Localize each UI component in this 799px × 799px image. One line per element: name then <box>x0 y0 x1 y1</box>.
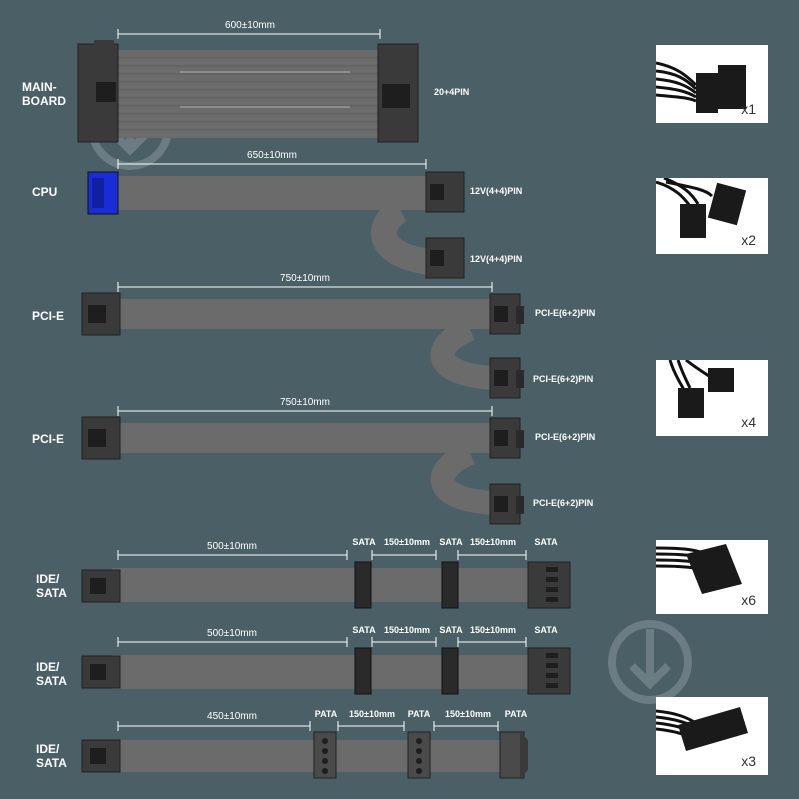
cpu-connector-2 <box>425 237 465 279</box>
thumbnail-pcie: x4 <box>656 360 768 436</box>
sata2-tag-2: SATA <box>439 625 463 635</box>
pata-tag-3: PATA <box>504 709 528 719</box>
pcie2-pin-label-1: PCI-E(6+2)PIN <box>535 432 596 442</box>
pcie1-pin-label-1: PCI-E(6+2)PIN <box>535 308 596 318</box>
pcie2-dimension-line <box>117 406 493 416</box>
pata-cable <box>112 740 504 772</box>
sata1-tag-1: SATA <box>352 537 376 547</box>
sata2-dimension-lines <box>117 637 527 647</box>
cpu-connector-blue <box>87 171 119 215</box>
thumbnail-pcie-qty: x4 <box>741 414 756 430</box>
cpu-dimension-line <box>117 159 427 169</box>
sata1-dimension-lines <box>117 550 527 560</box>
pcie1-cable <box>112 299 496 390</box>
pcie1-connector-left <box>81 292 121 336</box>
watermark-download-icon <box>608 620 692 704</box>
sata2-connector-end <box>527 647 571 695</box>
pata-connector-1 <box>313 731 337 779</box>
mainboard-label-line1: MAIN- <box>22 80 57 94</box>
sata1-tag-3: SATA <box>534 537 558 547</box>
thumbnail-sata: x6 <box>656 540 768 614</box>
24pin-connector-icon <box>656 61 746 113</box>
mainboard-cable <box>112 50 382 138</box>
sata1-connector-end <box>527 561 571 609</box>
pata-dimension-lines <box>117 721 499 731</box>
sata2-tag-3: SATA <box>534 625 558 635</box>
sata1-connector-left <box>81 569 121 603</box>
sata1-label-line2: SATA <box>36 586 67 600</box>
pcie-connector-icon <box>668 360 734 418</box>
mainboard-label-line2: BOARD <box>22 94 66 108</box>
sata2-label: IDE/ SATA <box>36 660 67 688</box>
mainboard-length: 600±10mm <box>225 20 275 31</box>
sata2-length-3: 150±10mm <box>470 625 516 635</box>
sata2-label-line2: SATA <box>36 674 67 688</box>
sata1-connector-1 <box>354 561 372 609</box>
pata-connector-end <box>499 731 528 779</box>
cpu-connector-1 <box>425 171 465 213</box>
sata1-connector-2 <box>441 561 459 609</box>
pcie2-pin-label-2: PCI-E(6+2)PIN <box>533 498 594 508</box>
pcie1-pin-label-2: PCI-E(6+2)PIN <box>533 374 594 384</box>
thumbnail-cpu: x2 <box>656 178 768 254</box>
pcie1-dimension-line <box>117 282 493 292</box>
pata-tag-2: PATA <box>407 709 431 719</box>
sata2-connector-1 <box>354 647 372 695</box>
sata2-connector-2 <box>441 647 459 695</box>
pata-label-line1: IDE/ <box>36 742 60 756</box>
cpu-pin-label-2: 12V(4+4)PIN <box>470 254 523 264</box>
sata2-cable <box>112 655 532 689</box>
mainboard-connector-left <box>77 40 119 143</box>
sata2-tag-1: SATA <box>352 625 376 635</box>
pcie2-connector-right <box>489 417 524 459</box>
sata-connector-icon <box>656 544 742 594</box>
mainboard-pin-label: 20+4PIN <box>434 87 470 97</box>
pcie1-connector-branch <box>489 357 524 399</box>
sata2-length-1: 500±10mm <box>207 628 257 639</box>
thumbnail-molex: x3 <box>656 697 768 775</box>
sata1-tag-2: SATA <box>439 537 463 547</box>
pata-length-1: 450±10mm <box>207 711 257 722</box>
sata1-length-1: 500±10mm <box>207 541 257 552</box>
pcie2-cable <box>112 423 496 515</box>
sata2-label-line1: IDE/ <box>36 660 60 674</box>
molex-connector-icon <box>656 707 748 751</box>
pcie2-connector-left <box>81 416 121 460</box>
thumbnail-molex-qty: x3 <box>741 753 756 769</box>
pcie1-label: PCI-E <box>32 309 65 323</box>
sata2-length-2: 150±10mm <box>384 625 430 635</box>
pata-length-3: 150±10mm <box>445 709 491 719</box>
thumbnail-24pin-qty: x1 <box>741 101 756 117</box>
pcie2-label: PCI-E <box>32 432 65 446</box>
mainboard-connector-right <box>377 43 419 143</box>
mainboard-dimension-line <box>117 29 381 39</box>
pata-connector-left <box>81 739 121 773</box>
cpu-connector-icon <box>656 178 747 238</box>
sata1-length-3: 150±10mm <box>470 537 516 547</box>
sata1-cable <box>112 568 532 602</box>
pcie1-length: 750±10mm <box>280 273 330 284</box>
mainboard-label: MAIN- BOARD <box>22 80 66 108</box>
cpu-label: CPU <box>32 185 58 199</box>
pata-connector-2 <box>407 731 431 779</box>
pata-tag-1: PATA <box>314 709 338 719</box>
cpu-cable <box>112 176 433 275</box>
thumbnail-24pin: x1 <box>656 45 768 123</box>
cpu-pin-label-1: 12V(4+4)PIN <box>470 186 523 196</box>
cpu-length: 650±10mm <box>247 150 297 161</box>
sata1-length-2: 150±10mm <box>384 537 430 547</box>
sata1-label: IDE/ SATA <box>36 572 67 600</box>
pcie2-connector-branch <box>489 483 524 525</box>
pata-length-2: 150±10mm <box>349 709 395 719</box>
pcie2-length: 750±10mm <box>280 397 330 408</box>
thumbnail-cpu-qty: x2 <box>741 232 756 248</box>
pata-label: IDE/ SATA <box>36 742 67 770</box>
thumbnail-sata-qty: x6 <box>741 592 756 608</box>
pata-label-line2: SATA <box>36 756 67 770</box>
sata1-label-line1: IDE/ <box>36 572 60 586</box>
pcie1-connector-right <box>489 293 524 335</box>
sata2-connector-left <box>81 655 121 689</box>
